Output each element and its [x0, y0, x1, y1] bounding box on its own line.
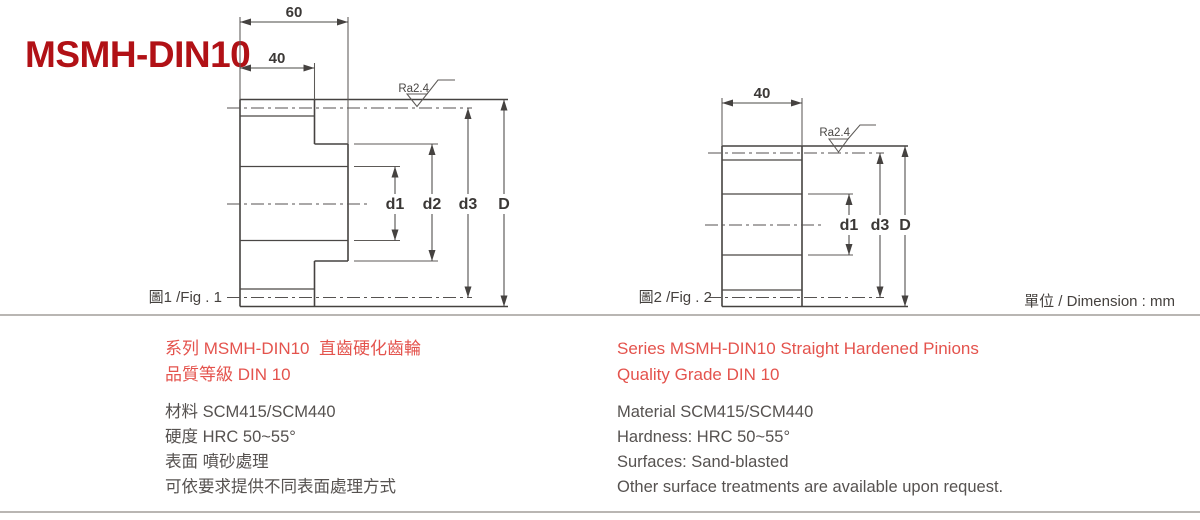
fig2-label-d3: d3 — [871, 217, 890, 234]
english-material: Material SCM415/SCM440 — [617, 403, 814, 421]
english-hardness: Hardness: HRC 50~55° — [617, 428, 791, 446]
fig1-label-d2: d2 — [423, 196, 442, 213]
fig1-caption: 圖1 /Fig . 1 — [149, 289, 222, 306]
english-surface-note: Other surface treatments are available u… — [617, 478, 1004, 496]
english-heading-line1: Series MSMH-DIN10 Straight Hardened Pini… — [617, 339, 979, 358]
fig2-centerlines — [705, 152, 884, 299]
fig2-extension-lines — [721, 98, 853, 256]
fig2-surface-finish-icon — [827, 124, 876, 153]
description-chinese: 系列 MSMH-DIN10 直齒硬化齒輪 品質等級 DIN 10 材料 SCM4… — [165, 336, 421, 500]
fig1-surface-roughness-value: Ra2.4 — [398, 83, 429, 95]
fig2-diameter-labels: d1 d3 D — [836, 215, 916, 235]
chinese-heading-line2: 品質等級 DIN 10 — [165, 365, 291, 384]
fig1-label-D: D — [498, 196, 510, 213]
fig2-label-D: D — [899, 217, 911, 234]
chinese-hardness: 硬度 HRC 50~55° — [165, 428, 296, 446]
chinese-surface: 表面 噴砂處理 — [165, 453, 269, 471]
unit-label: 單位 / Dimension : mm — [1024, 293, 1175, 310]
fig2-dimension-lines — [722, 99, 909, 307]
bottom-divider — [0, 511, 1200, 513]
fig1-part-outline — [239, 98, 508, 308]
fig1-diameter-labels: d1 d2 d3 D — [382, 194, 515, 214]
technical-drawings: 60 40 Ra2.4 d1 d2 d3 D 圖1 /Fig . 1 — [148, 4, 916, 308]
fig2-part-outline — [721, 145, 908, 308]
fig1-drawing: 60 40 Ra2.4 d1 d2 d3 D 圖1 /Fig . 1 — [149, 4, 515, 308]
fig1-label-d3: d3 — [459, 196, 478, 213]
chinese-heading: 系列 MSMH-DIN10 直齒硬化齒輪 品質等級 DIN 10 — [165, 336, 421, 388]
english-surface: Surfaces: Sand-blasted — [617, 453, 789, 471]
chinese-body: 材料 SCM415/SCM440 硬度 HRC 50~55° 表面 噴砂處理 可… — [165, 400, 421, 500]
fig2-drawing: 40 Ra2.4 d1 d3 D 圖2 /Fig . 2 — [639, 85, 916, 308]
fig2-surface-roughness-value: Ra2.4 — [819, 127, 850, 139]
fig1-dim-hub-width: 40 — [269, 50, 286, 67]
fig1-label-d1: d1 — [386, 196, 405, 213]
english-heading: Series MSMH-DIN10 Straight Hardened Pini… — [617, 336, 1003, 388]
fig2-label-d1: d1 — [840, 217, 859, 234]
fig2-dim-total-width: 40 — [754, 85, 771, 102]
fig1-surface-finish-icon — [405, 79, 455, 108]
chinese-heading-line1: 系列 MSMH-DIN10 直齒硬化齒輪 — [165, 339, 421, 358]
description-english: Series MSMH-DIN10 Straight Hardened Pini… — [617, 336, 1003, 500]
fig1-dim-total-width: 60 — [286, 4, 303, 21]
fig2-caption: 圖2 /Fig . 2 — [639, 289, 712, 306]
english-heading-line2: Quality Grade DIN 10 — [617, 365, 780, 384]
fig1-centerlines — [227, 107, 472, 299]
chinese-surface-note: 可依要求提供不同表面處理方式 — [165, 478, 396, 496]
top-divider — [0, 314, 1200, 316]
page-title: MSMH-DIN10 — [25, 34, 251, 75]
english-body: Material SCM415/SCM440 Hardness: HRC 50~… — [617, 400, 1003, 500]
chinese-material: 材料 SCM415/SCM440 — [165, 403, 336, 421]
